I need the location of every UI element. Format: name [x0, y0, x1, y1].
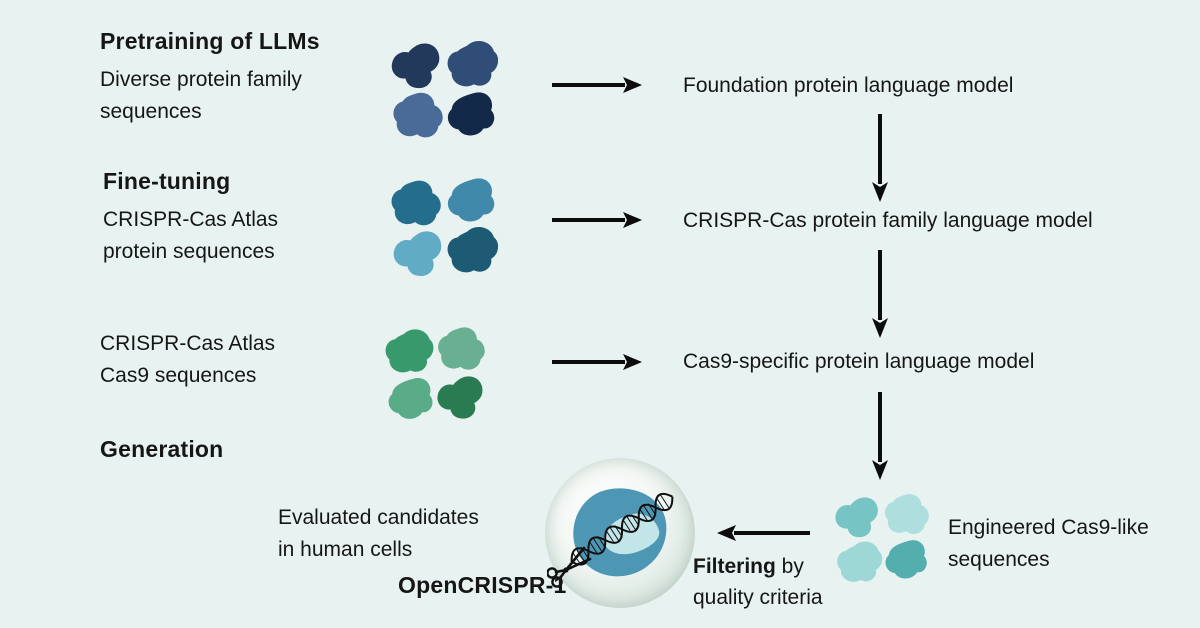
evaluated-label-line2: in human cells	[278, 538, 413, 561]
evaluated-label-line1: Evaluated candidates	[278, 506, 479, 529]
protein-blob	[438, 327, 485, 370]
finetuning-description-line1: CRISPR-Cas Atlas	[103, 208, 279, 231]
pretraining-description: Diverse protein family sequences	[100, 64, 302, 128]
arrow-left-icon	[717, 525, 810, 541]
arrow-right-icon	[552, 212, 642, 228]
protein-blob	[437, 376, 483, 419]
engineered-sequences-label: Engineered Cas9-like sequences	[948, 512, 1149, 576]
protein-blob	[391, 180, 441, 226]
cas9-model-label: Cas9-specific protein language model	[683, 350, 1035, 373]
protein-blob	[447, 227, 498, 273]
protein-blob	[385, 329, 434, 373]
dna-helix-icon	[570, 492, 674, 566]
foundation-model-label: Foundation protein language model	[683, 74, 1014, 97]
protein-blob	[447, 41, 498, 87]
finetuning-heading: Fine-tuning	[103, 168, 231, 194]
protein-blob	[885, 540, 927, 579]
arrow-right-icon	[552, 77, 642, 93]
protein-blob	[393, 92, 443, 138]
cas9-blob-cluster	[385, 327, 485, 419]
filtering-label-line2: quality criteria	[693, 586, 823, 609]
protein-blob	[837, 541, 883, 582]
protein-blob	[391, 43, 440, 89]
finetuning-description-line2: protein sequences	[103, 240, 275, 263]
protein-blob	[388, 378, 433, 419]
arrow-down-icon	[872, 250, 888, 338]
arrow-down-icon	[872, 114, 888, 202]
protein-blob	[835, 497, 878, 538]
finetuning-blob-cluster	[391, 178, 498, 276]
engineered-blob-cluster	[835, 494, 929, 582]
protein-blob	[447, 178, 495, 222]
crispr-cas-model-label: CRISPR-Cas protein family language model	[683, 209, 1093, 232]
cas9-description-line1: CRISPR-Cas Atlas	[100, 332, 276, 355]
engineered-sequences-line1: Engineered Cas9-like	[948, 516, 1149, 539]
opencrispr-label: OpenCRISPR-1	[398, 572, 567, 598]
cas9-description-line2: Cas9 sequences	[100, 364, 257, 387]
pretraining-description-line1: Diverse protein family	[100, 68, 302, 91]
finetuning-description: CRISPR-Cas Atlas protein sequences	[103, 204, 278, 268]
generation-heading: Generation	[100, 436, 224, 462]
evaluated-label: Evaluated candidates in human cells	[278, 502, 479, 566]
engineered-sequences-line2: sequences	[948, 548, 1050, 571]
pretraining-heading: Pretraining of LLMs	[100, 28, 320, 54]
arrow-down-icon	[872, 392, 888, 480]
protein-blob	[393, 231, 442, 276]
protein-blob	[447, 92, 495, 136]
filtering-label-rest: by	[775, 555, 804, 578]
arrow-right-icon	[552, 354, 642, 370]
filtering-label: Filtering by quality criteria	[693, 551, 823, 613]
pretraining-blob-cluster	[391, 41, 498, 138]
protein-blob	[884, 494, 929, 534]
filtering-label-bold: Filtering	[693, 555, 776, 578]
cell-illustration	[545, 458, 695, 608]
pretraining-description-line2: sequences	[100, 100, 202, 123]
scissors-icon	[547, 546, 592, 588]
